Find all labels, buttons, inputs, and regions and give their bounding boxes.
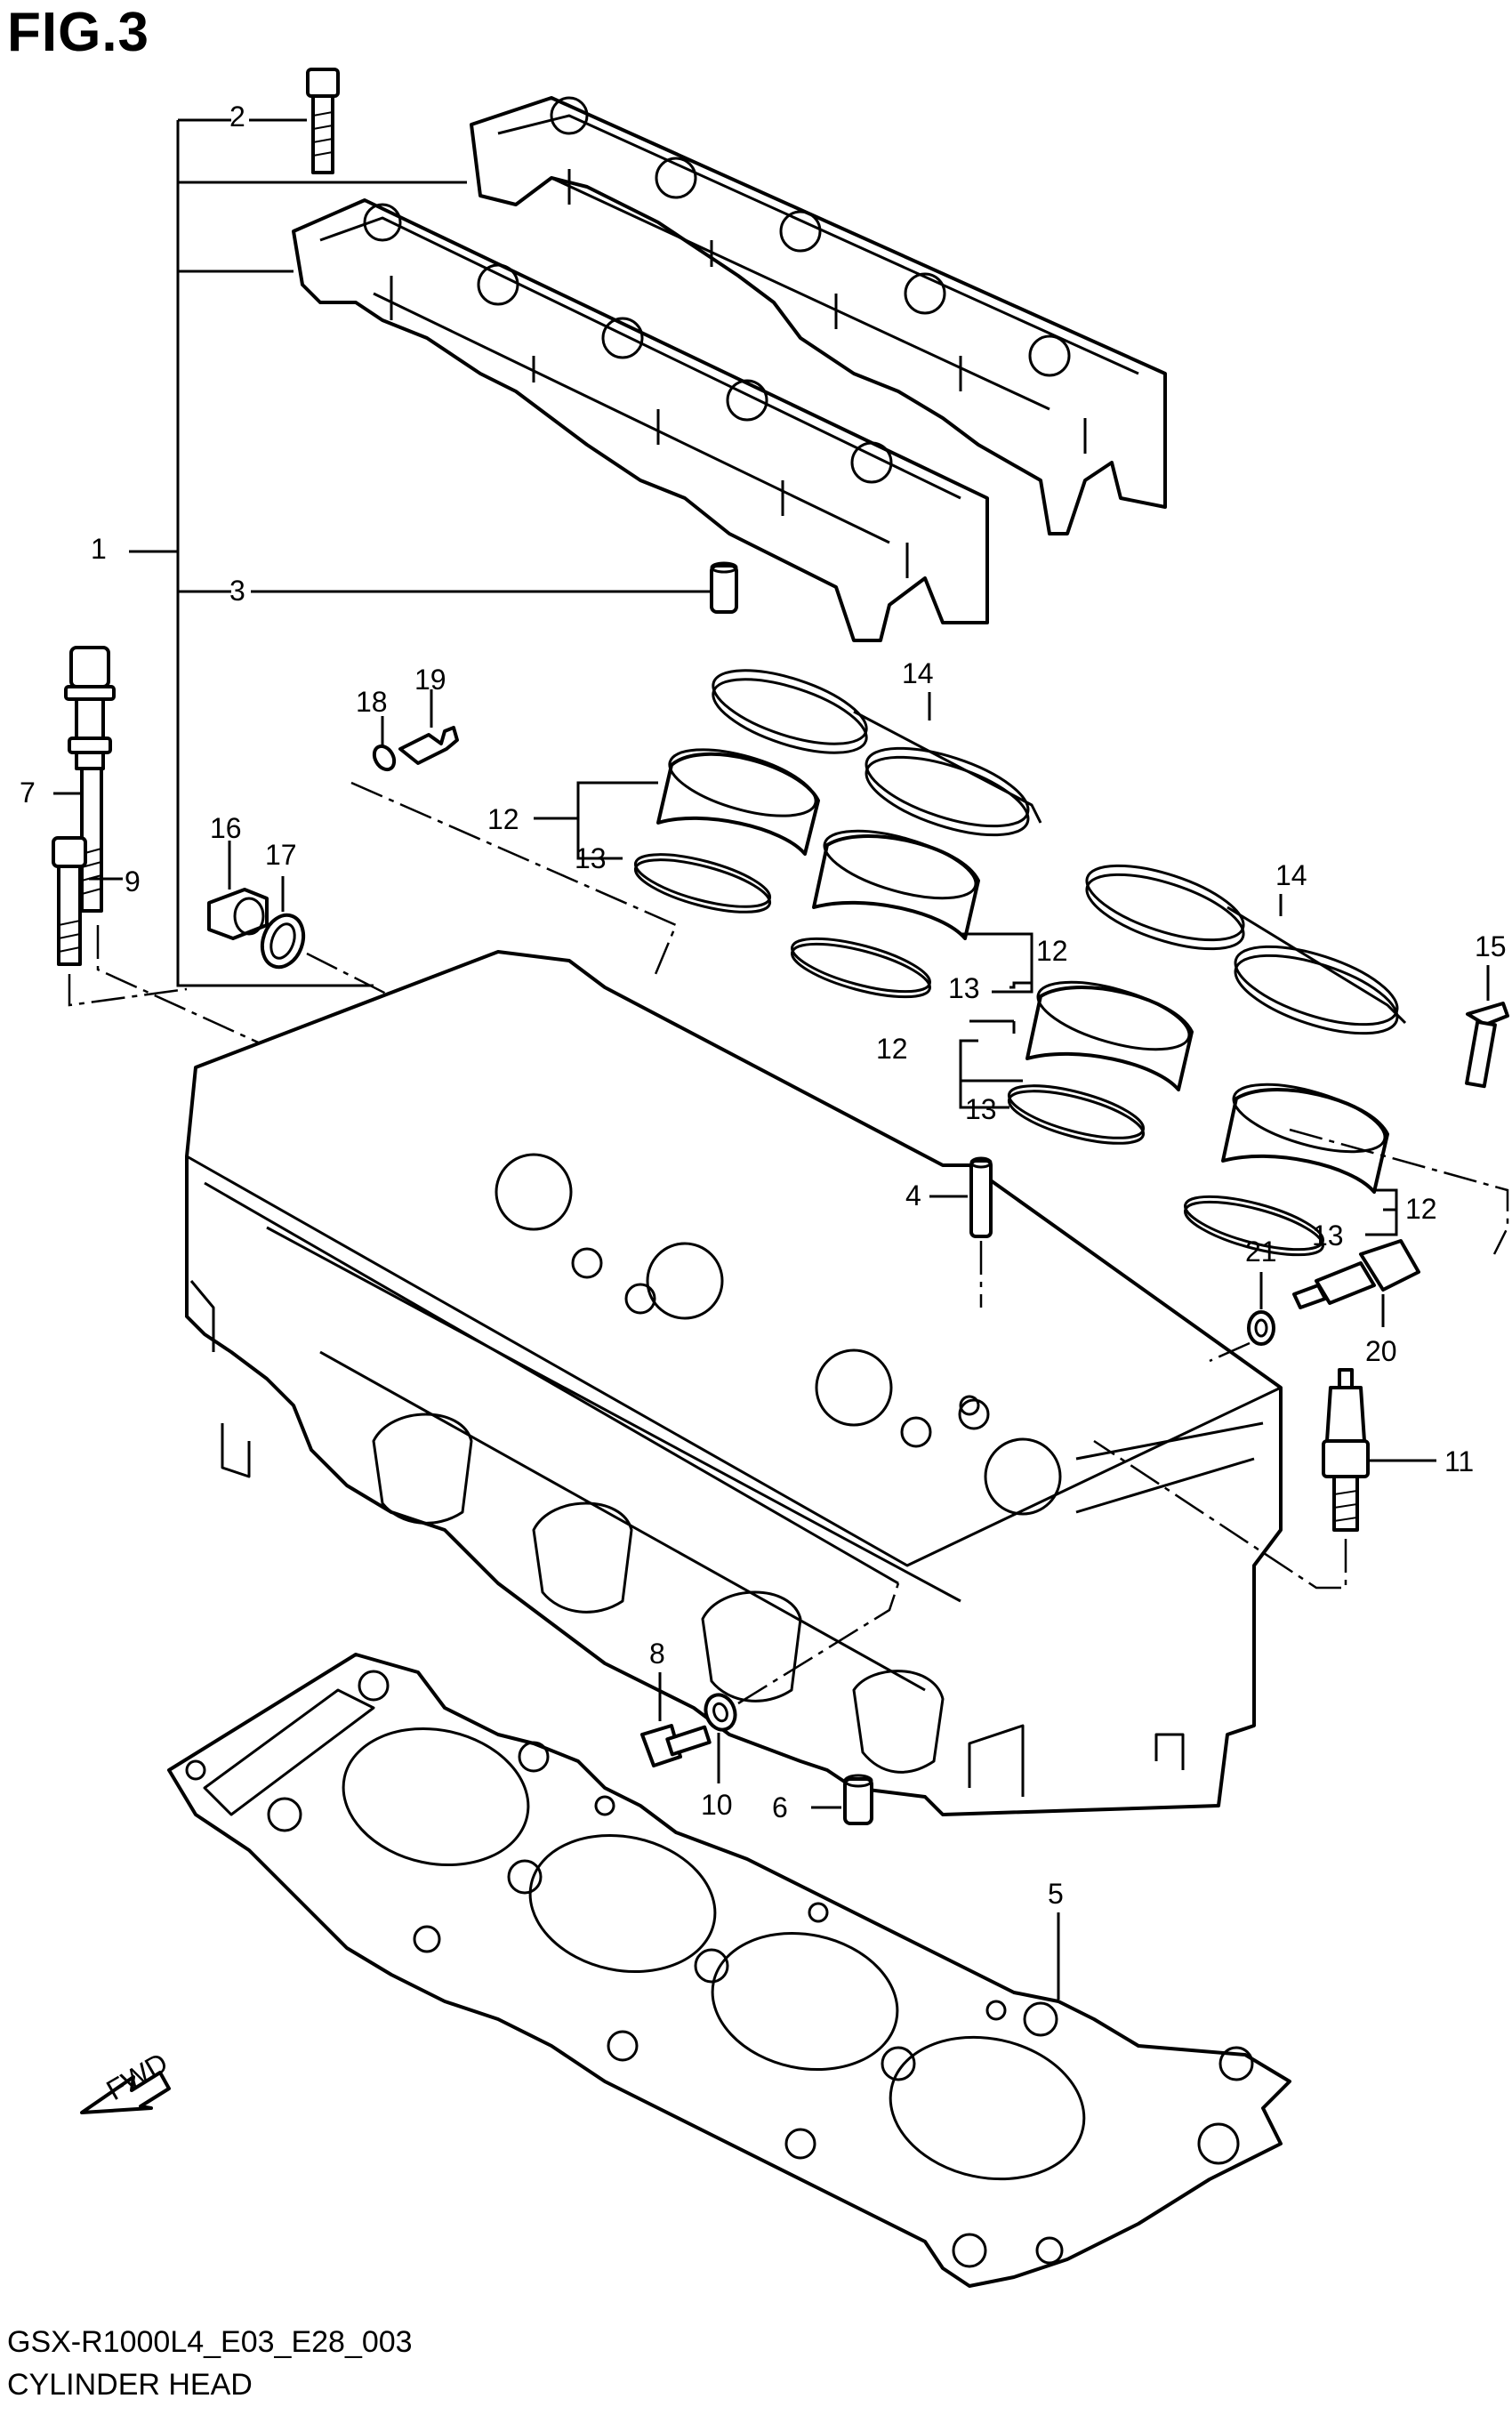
bolt-part-8 <box>640 1724 712 1767</box>
callout-9: 9 <box>125 865 141 898</box>
callout-5: 5 <box>1048 1878 1064 1910</box>
callout-14-right: 14 <box>1275 859 1307 891</box>
camshaft-holder-rear <box>470 96 1167 535</box>
head-gasket-part-5 <box>167 1653 1291 2288</box>
figure-title: FIG.3 <box>7 2 150 63</box>
callout-10: 10 <box>701 1789 733 1821</box>
callout-4: 4 <box>905 1179 921 1212</box>
callout-3: 3 <box>229 575 245 607</box>
o-ring-part-19 <box>260 913 306 970</box>
callout-12-a: 12 <box>487 803 519 835</box>
dowel-pin-part-6 <box>843 1774 873 1825</box>
callout-18: 16 <box>210 812 242 844</box>
callout-7: 7 <box>20 777 36 809</box>
intake-pipe-part-12-c <box>1025 980 1194 1091</box>
intake-pipe-part-12-a <box>656 748 820 856</box>
callout-13-d: 13 <box>1312 1220 1344 1252</box>
callout-2: 2 <box>229 101 245 133</box>
callout-12-b: 12 <box>1036 935 1068 967</box>
callout-17: 19 <box>414 664 446 696</box>
plug-part-18 <box>207 888 269 940</box>
spark-plug-part-11 <box>1322 1368 1370 1532</box>
callout-1: 1 <box>91 533 107 565</box>
callout-13-a: 13 <box>575 842 607 874</box>
callout-13-b: 13 <box>948 972 980 1004</box>
callout-16: 18 <box>356 686 388 718</box>
callout-20: 20 <box>1365 1335 1397 1367</box>
washer-part-10 <box>704 1693 737 1732</box>
callout-12-c: 12 <box>876 1033 908 1065</box>
callout-19: 17 <box>265 839 297 871</box>
o-ring-part-13-a <box>633 853 772 914</box>
callout-6: 6 <box>772 1791 788 1823</box>
temperature-sensor-part-20 <box>1292 1239 1420 1309</box>
intake-pipe-part-12-d <box>1221 1083 1389 1194</box>
intake-pipe-part-12-b <box>812 829 980 940</box>
washer-part-21 <box>1247 1310 1275 1346</box>
figure-caption: CYLINDER HEAD <box>7 2368 253 2402</box>
intake-clamp-part-14-left <box>712 669 1042 837</box>
fwd-arrow-icon: FWD <box>80 2046 173 2114</box>
callout-13-c: 13 <box>965 1093 997 1125</box>
camshaft-holder-front <box>292 198 989 642</box>
cylinder-head-part-1 <box>185 950 1283 1816</box>
callout-12-d: 12 <box>1405 1193 1437 1225</box>
callout-21: 21 <box>1245 1236 1277 1268</box>
o-ring-part-13-d <box>1184 1195 1324 1257</box>
callout-11: 11 <box>1444 1445 1474 1477</box>
callout-15: 15 <box>1475 930 1507 962</box>
o-ring-part-13-c <box>1007 1084 1146 1145</box>
fitting-part-17 <box>398 726 459 765</box>
bolt-part-7 <box>64 646 116 913</box>
model-code: GSX-R1000L4_E03_E28_003 <box>7 2325 413 2359</box>
bolt-part-2 <box>306 68 340 174</box>
o-ring-part-13-b <box>791 937 931 999</box>
callout-14-left: 14 <box>902 657 934 689</box>
bolt-part-9 <box>52 836 87 966</box>
washer-part-16 <box>372 744 397 772</box>
dowel-pin-part-3 <box>710 561 738 614</box>
intake-clamp-part-14-right <box>1085 864 1407 1035</box>
valve-guide-part-4 <box>969 1156 993 1238</box>
screw-part-15 <box>1465 1002 1509 1089</box>
callout-8: 8 <box>649 1638 665 1670</box>
